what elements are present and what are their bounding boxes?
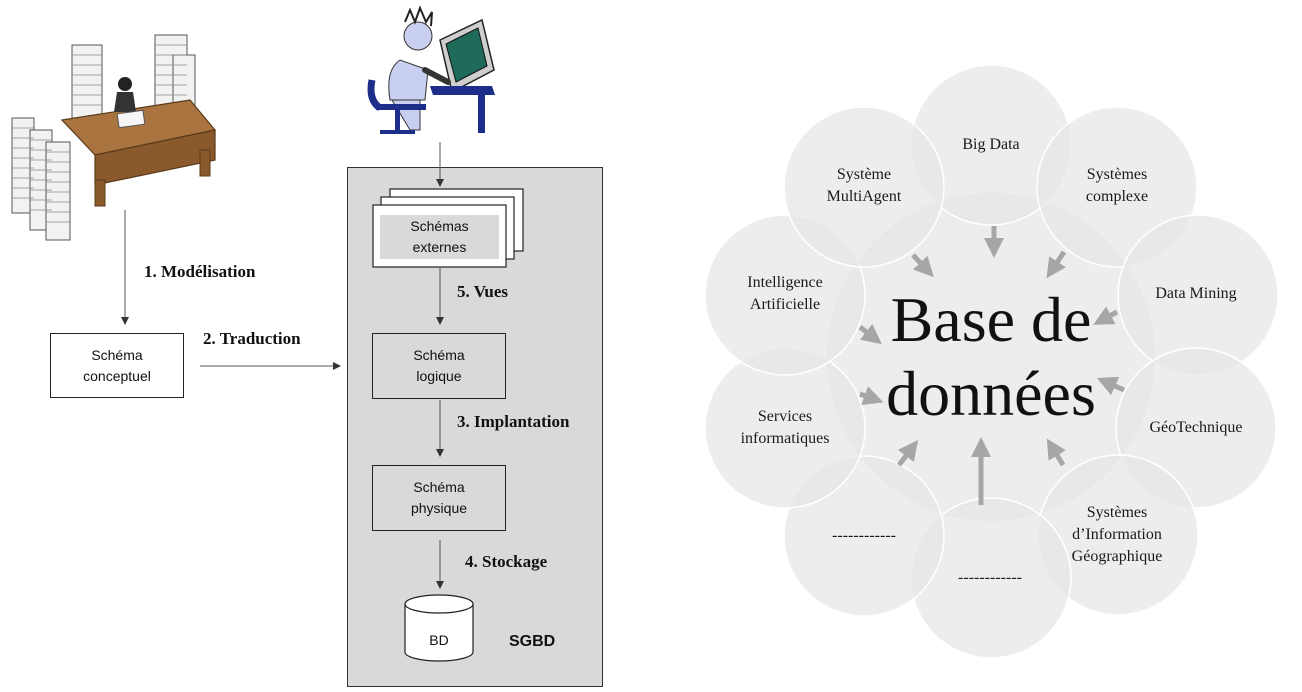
schema-logique-box: Schéma logique — [372, 333, 506, 399]
arrow-data-mining — [1093, 306, 1119, 325]
schema-logique-label: Schéma logique — [413, 347, 465, 384]
sgbd-label: SGBD — [509, 633, 556, 650]
step-vues-label: 5. Vues — [457, 282, 509, 301]
computer-user-illustration — [367, 5, 495, 134]
arrow-services-informatiques — [859, 386, 884, 406]
center-title-base-de-donnees: Base de données — [886, 284, 1096, 429]
label-geotechnique: GéoTechnique — [1149, 419, 1243, 436]
arrow-geotechnique — [1096, 376, 1126, 396]
step-modelisation-label: 1. Modélisation — [144, 262, 256, 281]
step-implantation-label: 3. Implantation — [457, 412, 570, 431]
label-intelligence-artificielle: Intelligence Artificielle — [747, 274, 823, 313]
external-sheet-fill — [380, 215, 499, 259]
label-systemes-complexe: Systèmes complexe — [1085, 166, 1149, 205]
label-services-informatiques: Services informatiques — [740, 408, 830, 447]
circle-systeme-multiagent — [783, 106, 945, 268]
label-systeme-multiagent: Système MultiAgent — [826, 166, 902, 205]
label-blank-bottom: ------------ — [958, 569, 1022, 586]
arrow-blank-bottom-left — [897, 440, 919, 467]
office-desk-illustration — [11, 34, 217, 241]
schemas-externes-box: Schémas externes — [380, 215, 499, 259]
arrow-systemes-complexe — [1046, 250, 1067, 279]
label-sig: Systèmes d’Information Géographique — [1071, 504, 1163, 565]
schema-physique-box: Schéma physique — [372, 465, 506, 531]
step-stockage-label: 4. Stockage — [465, 552, 548, 571]
label-data-mining: Data Mining — [1155, 285, 1237, 302]
schema-conceptuel-box: Schéma conceptuel — [50, 333, 184, 398]
schemas-externes-label: Schémas externes — [410, 218, 469, 255]
arrow-intelligence-artificielle — [858, 323, 882, 345]
step-traduction-label: 2. Traduction — [203, 329, 301, 348]
arrow-systeme-multiagent — [911, 253, 934, 278]
bd-label: BD — [429, 632, 449, 648]
database-cylinder-icon — [404, 594, 474, 662]
label-big-data: Big Data — [962, 136, 1020, 153]
schema-physique-label: Schéma physique — [410, 479, 468, 516]
schema-conceptuel-label: Schéma conceptuel — [83, 346, 151, 384]
label-blank-bottom-left: ------------ — [832, 527, 896, 544]
arrow-sig — [1046, 438, 1066, 467]
